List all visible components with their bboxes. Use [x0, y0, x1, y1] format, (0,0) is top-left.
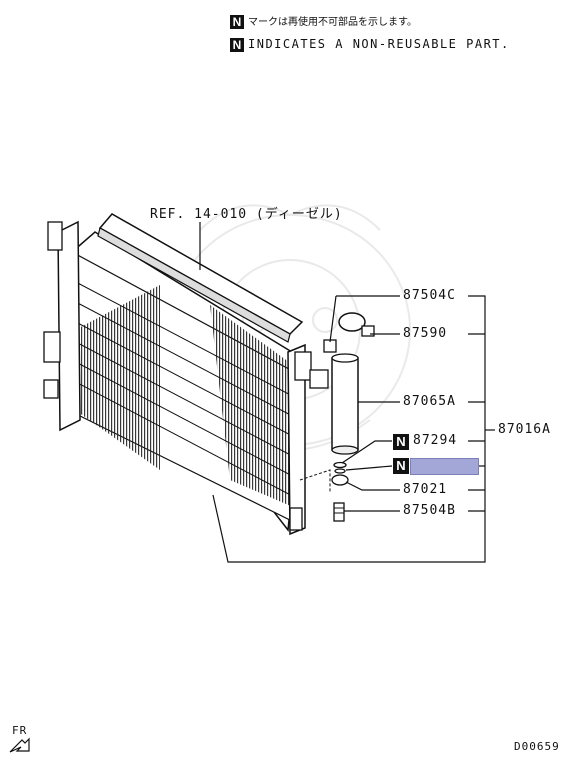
part-label-87021: 87021: [403, 482, 448, 497]
part-label-87294: 87294: [413, 433, 458, 448]
non-reusable-badge: N: [230, 14, 244, 29]
reference-bar: [97, 213, 304, 343]
legend-en: N INDICATES A NON-REUSABLE PART.: [230, 37, 510, 52]
blank-part-number: [410, 458, 479, 475]
part-label-87065a: 87065A: [403, 394, 456, 409]
diagram-code: D00659: [514, 740, 560, 753]
assembly-part-label: 87016A: [498, 422, 551, 437]
receiver-drier: [299, 312, 375, 522]
part-label-87504c: 87504C: [403, 288, 456, 303]
front-arrow-icon: [9, 737, 30, 753]
leader-lines: [212, 295, 495, 563]
part-label-87504b: 87504B: [403, 503, 456, 518]
reference-label: REF. 14-010 (ディーゼル): [150, 207, 343, 222]
non-reusable-badge: N: [230, 37, 244, 52]
direction-label: FR: [12, 724, 28, 737]
non-reusable-badge: N: [393, 458, 409, 474]
condenser-core: [43, 220, 329, 536]
non-reusable-badge: N: [393, 434, 409, 450]
legend-en-text: INDICATES A NON-REUSABLE PART.: [248, 37, 510, 51]
legend-jp: N マークは再使用不可部品を示します。: [230, 13, 417, 29]
part-label-87590: 87590: [403, 326, 448, 341]
legend-jp-text: マークは再使用不可部品を示します。: [248, 17, 417, 28]
